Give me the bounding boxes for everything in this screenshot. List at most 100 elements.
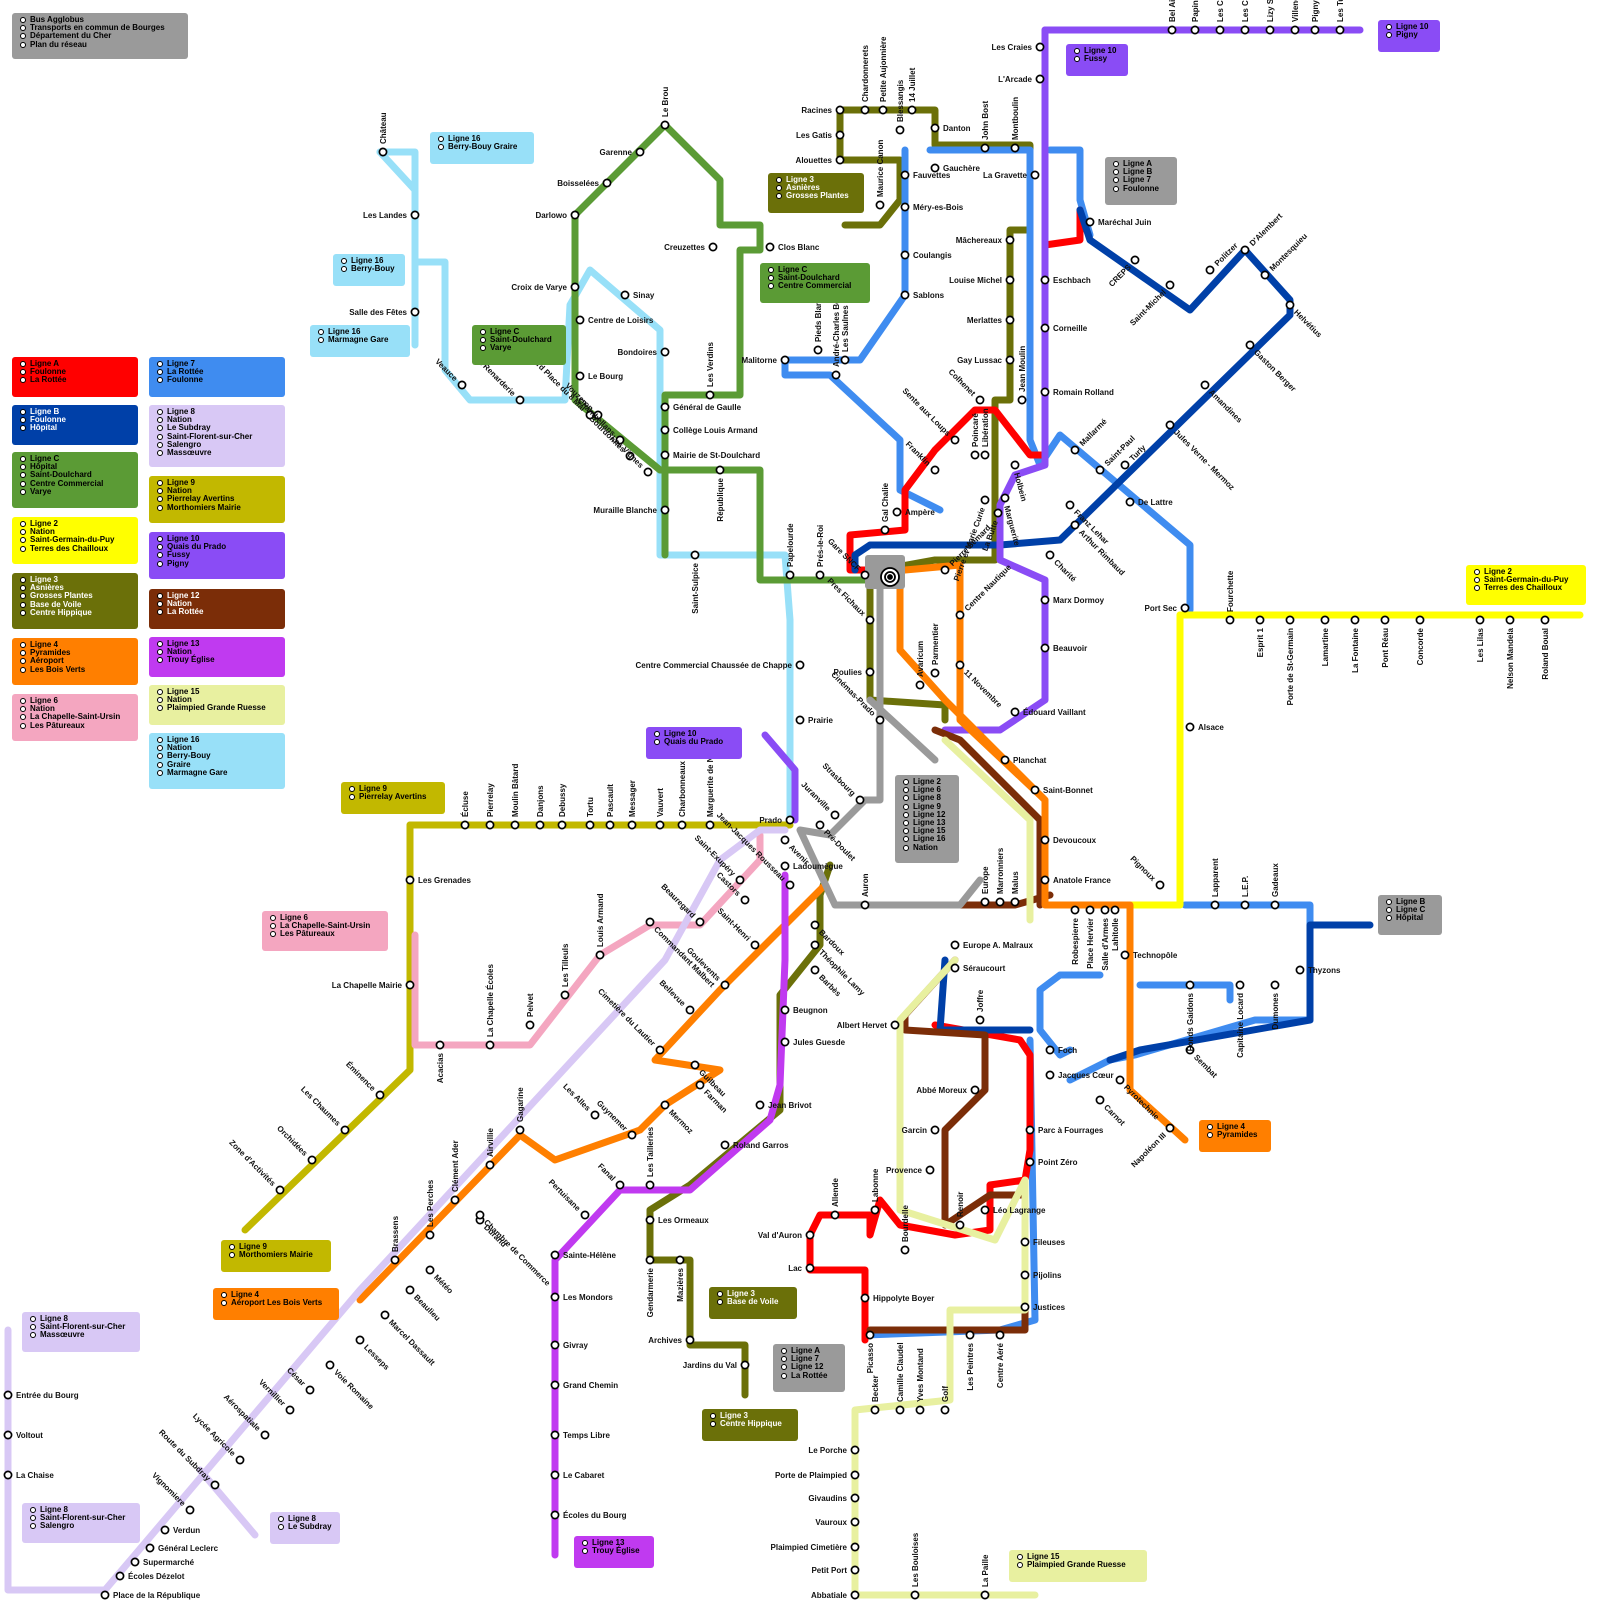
station-circle-icon[interactable]	[595, 950, 605, 960]
station-label[interactable]: Helvétius	[1292, 308, 1324, 340]
station-label[interactable]: Les Verdins	[706, 342, 715, 387]
station-label[interactable]: Lesseps	[362, 1343, 391, 1372]
station-circle-icon[interactable]	[930, 1125, 940, 1135]
station-circle-icon[interactable]	[410, 210, 420, 220]
station-label[interactable]: Beauvoir	[1053, 644, 1087, 653]
station-label[interactable]: Poulies	[834, 668, 863, 677]
station-label[interactable]: Louis Armand	[596, 893, 605, 947]
station-circle-icon[interactable]	[1210, 900, 1220, 910]
station-label[interactable]: Jacques Cœur	[1058, 1071, 1114, 1080]
station-label[interactable]: République	[716, 477, 725, 521]
station-circle-icon[interactable]	[795, 715, 805, 725]
station-circle-icon[interactable]	[835, 130, 845, 140]
station-label[interactable]: Grand Chemin	[563, 1381, 618, 1390]
station-circle-icon[interactable]	[690, 1060, 700, 1070]
station-label[interactable]: Givaudins	[808, 1494, 847, 1503]
station-circle-icon[interactable]	[535, 820, 545, 830]
station-label[interactable]: Becker	[871, 1375, 880, 1402]
station-label[interactable]: Clément Ader	[451, 1140, 460, 1192]
station-label[interactable]: Romain Rolland	[1053, 388, 1114, 397]
station-label[interactable]: L'Arcade	[998, 75, 1032, 84]
station-circle-icon[interactable]	[450, 1195, 460, 1205]
station-circle-icon[interactable]	[378, 147, 388, 157]
station-label[interactable]: Prado	[759, 816, 782, 825]
station-circle-icon[interactable]	[1017, 395, 1027, 405]
station-label[interactable]: Croix de Varye	[511, 283, 567, 292]
station-circle-icon[interactable]	[560, 990, 570, 1000]
station-circle-icon[interactable]	[1120, 950, 1130, 960]
station-circle-icon[interactable]	[1540, 615, 1550, 625]
station-label[interactable]: Les Alles	[561, 1082, 592, 1113]
station-label[interactable]: L.E.P.	[1241, 876, 1250, 897]
station-circle-icon[interactable]	[785, 570, 795, 580]
station-circle-icon[interactable]	[435, 1040, 445, 1050]
station-label[interactable]: Petit Port	[811, 1566, 847, 1575]
station-label[interactable]: Creuzettes	[664, 243, 705, 252]
station-circle-icon[interactable]	[1065, 500, 1075, 510]
station-label[interactable]: Place Hervier	[1086, 918, 1095, 969]
station-label[interactable]: Eschbach	[1053, 276, 1091, 285]
station-circle-icon[interactable]	[1040, 323, 1050, 333]
station-label[interactable]: Gal Chalie	[881, 482, 890, 522]
station-label[interactable]: Joffre	[976, 989, 985, 1012]
station-label[interactable]: Saint-Bonnet	[1043, 786, 1093, 795]
station-circle-icon[interactable]	[1285, 300, 1295, 310]
station-circle-icon[interactable]	[645, 1215, 655, 1225]
station-circle-icon[interactable]	[1290, 25, 1300, 35]
station-label[interactable]: Givray	[563, 1341, 588, 1350]
station-circle-icon[interactable]	[660, 120, 670, 130]
station-label[interactable]: Beaulieu	[412, 1293, 442, 1323]
station-circle-icon[interactable]	[1165, 280, 1175, 290]
station-circle-icon[interactable]	[1030, 785, 1040, 795]
station-circle-icon[interactable]	[1005, 315, 1015, 325]
station-circle-icon[interactable]	[705, 820, 715, 830]
station-label[interactable]: Jean Moulin	[1018, 346, 1027, 392]
station-circle-icon[interactable]	[115, 1571, 125, 1581]
station-label[interactable]: Pigny Mairie	[1311, 0, 1320, 22]
station-label[interactable]: Les Landes	[363, 211, 408, 220]
station-circle-icon[interactable]	[975, 1015, 985, 1025]
station-circle-icon[interactable]	[340, 1125, 350, 1135]
station-circle-icon[interactable]	[690, 550, 700, 560]
station-label[interactable]: Lycée Agricole	[191, 1412, 238, 1459]
station-label[interactable]: Zone d'Activités	[227, 1138, 277, 1188]
station-circle-icon[interactable]	[860, 570, 870, 580]
station-label[interactable]: Montesquieu	[1268, 232, 1309, 273]
station-label[interactable]: Petite Aujonnière	[879, 36, 888, 102]
station-circle-icon[interactable]	[1085, 905, 1095, 915]
station-circle-icon[interactable]	[892, 507, 902, 517]
station-label[interactable]: John Bost	[981, 101, 990, 140]
station-circle-icon[interactable]	[1285, 615, 1295, 625]
station-label[interactable]: Foch	[1058, 1046, 1077, 1055]
station-circle-icon[interactable]	[1265, 25, 1275, 35]
station-circle-icon[interactable]	[895, 1405, 905, 1415]
station-label[interactable]: Les Perches	[426, 1179, 435, 1227]
station-circle-icon[interactable]	[485, 1160, 495, 1170]
station-circle-icon[interactable]	[580, 1210, 590, 1220]
station-label[interactable]: Archives	[648, 1336, 682, 1345]
station-circle-icon[interactable]	[955, 610, 965, 620]
station-label[interactable]: Les Lilas	[1476, 627, 1485, 662]
station-circle-icon[interactable]	[1200, 380, 1210, 390]
station-label[interactable]: Avaricum	[916, 641, 925, 677]
station-circle-icon[interactable]	[980, 897, 990, 907]
station-label[interactable]: Pascault	[606, 784, 615, 817]
station-circle-icon[interactable]	[615, 1180, 625, 1190]
station-label[interactable]: Les Chardons	[1216, 0, 1225, 22]
station-circle-icon[interactable]	[855, 795, 865, 805]
station-label[interactable]: Dumones	[1271, 992, 1280, 1029]
station-label[interactable]: Éminence	[344, 1060, 377, 1093]
station-label[interactable]: Marguerite	[1002, 505, 1021, 547]
station-circle-icon[interactable]	[1190, 25, 1200, 35]
station-circle-icon[interactable]	[1380, 615, 1390, 625]
station-label[interactable]: Ampère	[905, 508, 935, 517]
station-circle-icon[interactable]	[850, 1493, 860, 1503]
